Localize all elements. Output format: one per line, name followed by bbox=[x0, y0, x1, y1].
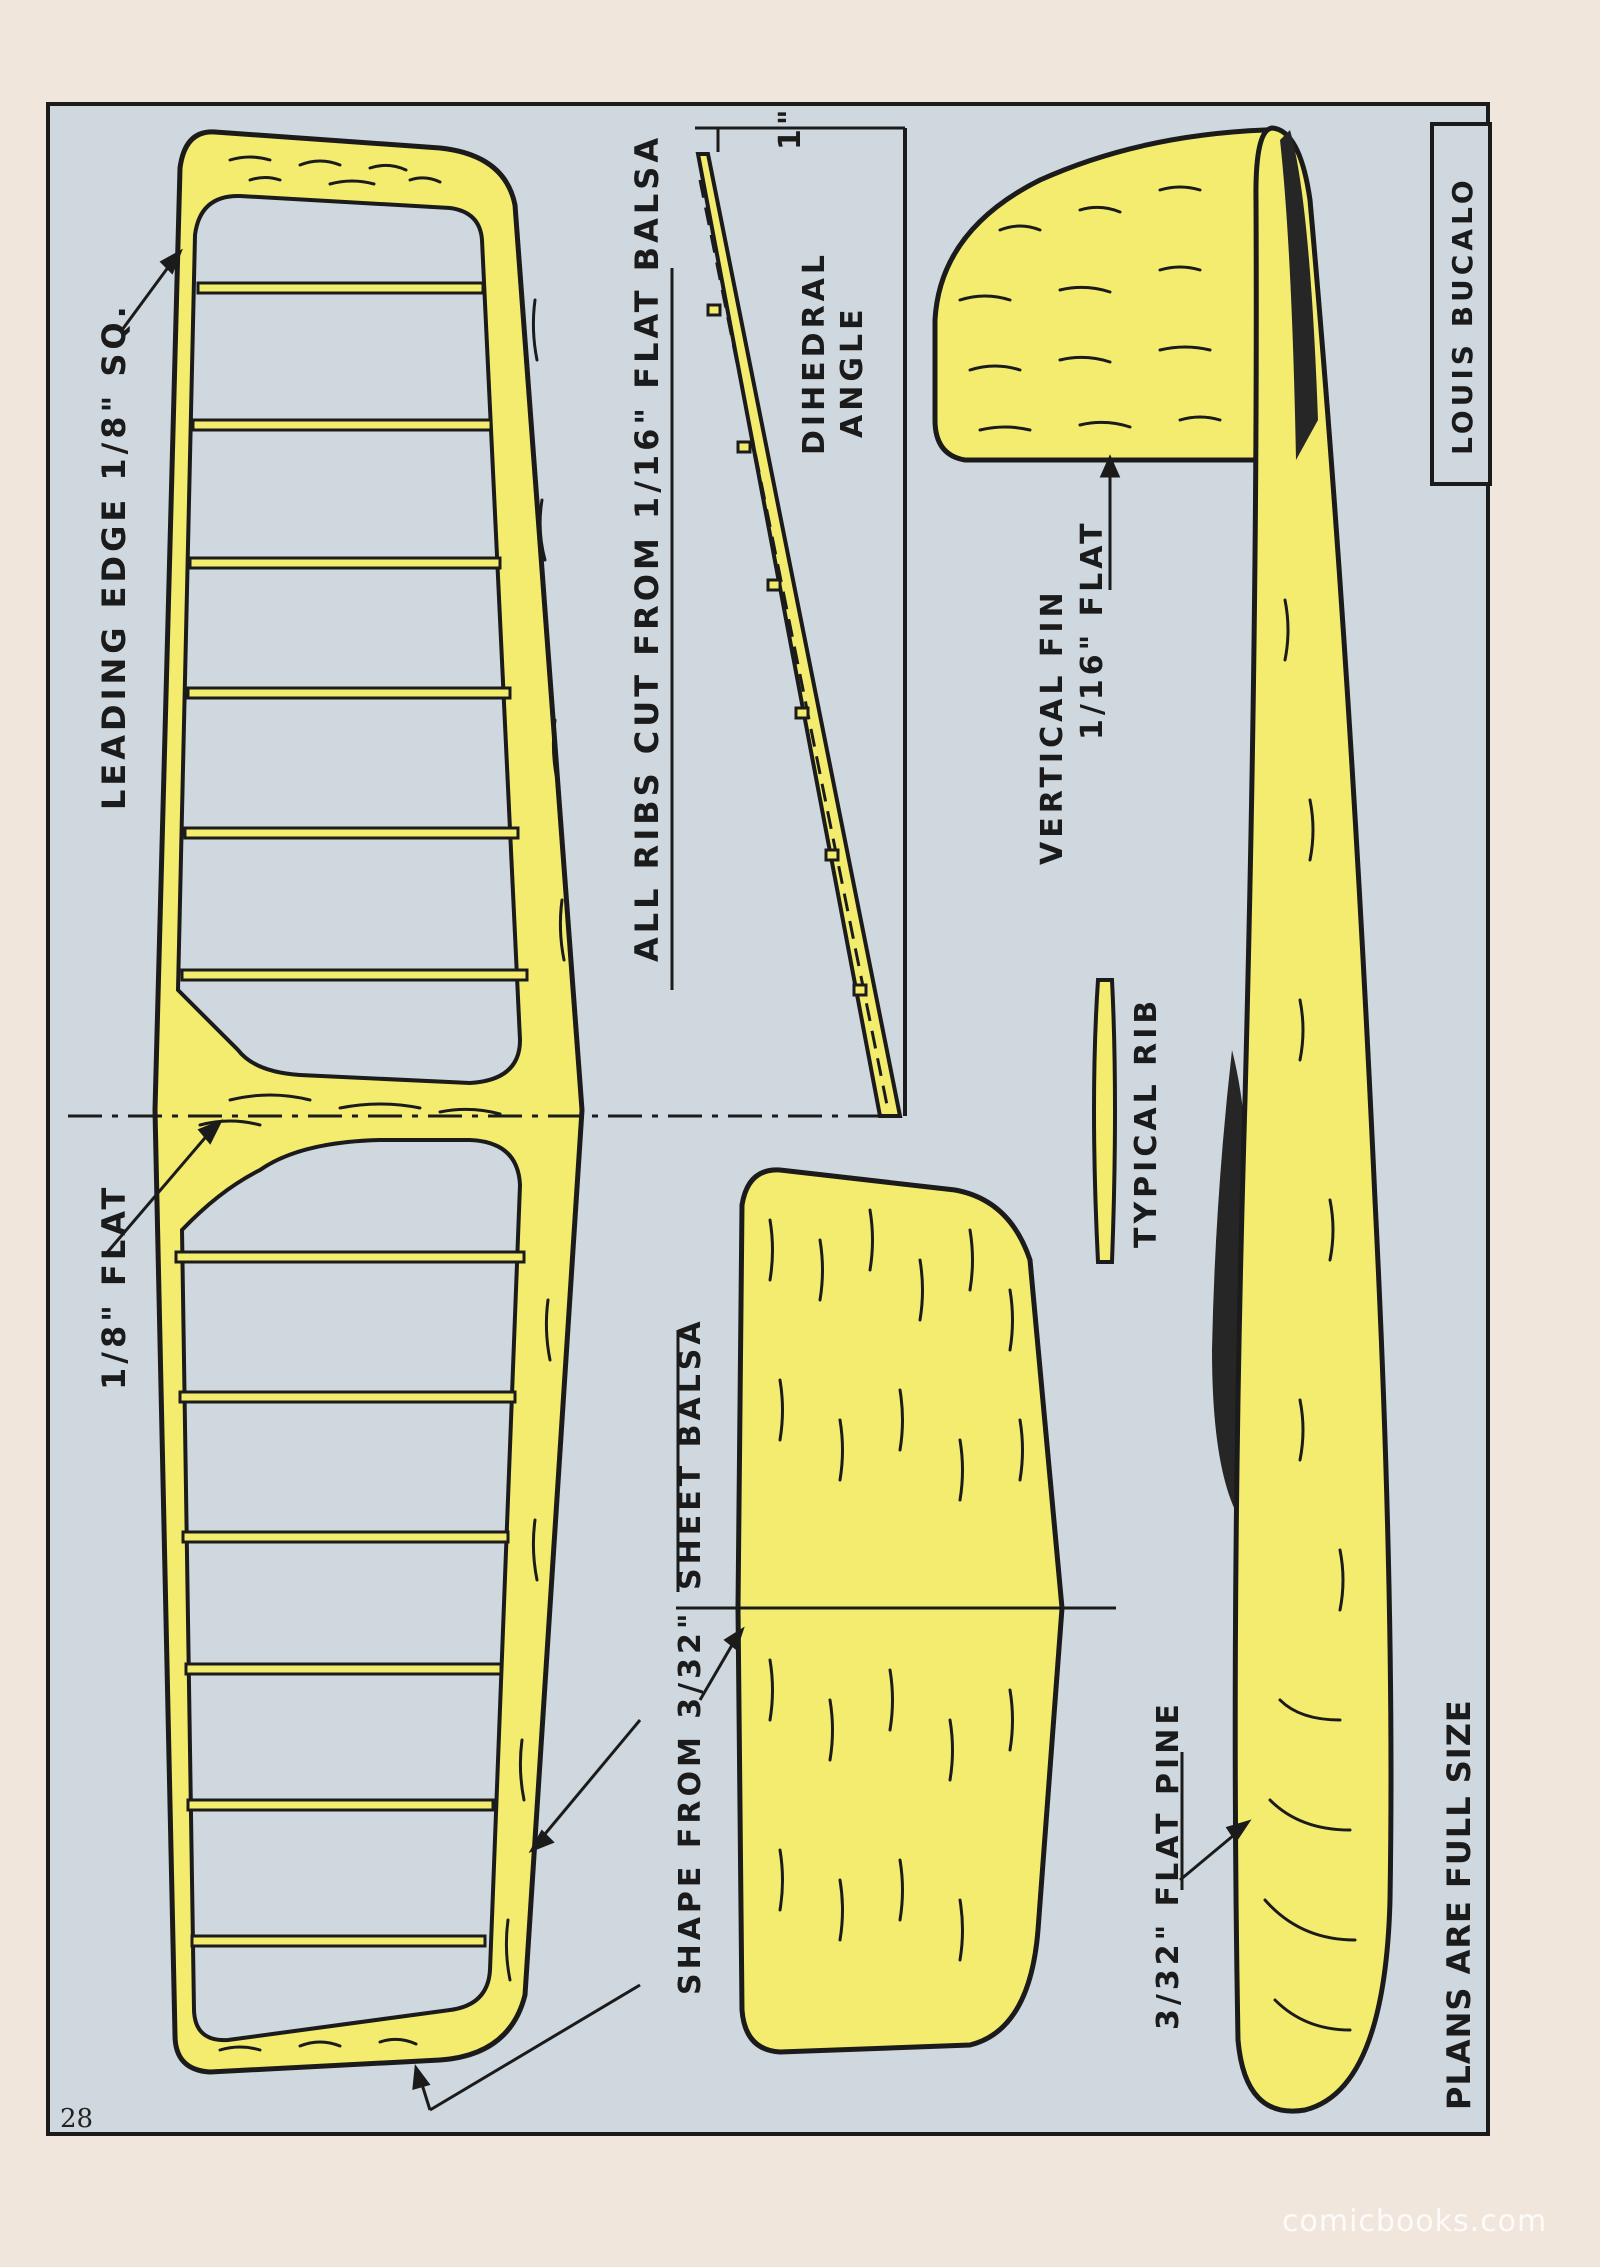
wing bbox=[152, 129, 585, 2075]
fuselage-outline bbox=[1232, 125, 1394, 2114]
wing-ribs bbox=[174, 281, 529, 1948]
label-shape-from: SHAPE FROM 3/32" bbox=[673, 1610, 708, 1995]
vertical-fin bbox=[932, 127, 1268, 463]
author-box bbox=[1430, 122, 1492, 486]
stabilizer-outline bbox=[735, 1167, 1065, 2055]
label-typical-rib: TYPICAL RIB bbox=[1129, 997, 1164, 1248]
label-eighth-flat: 1/8" FLAT bbox=[95, 1184, 133, 1390]
fin-outline bbox=[932, 127, 1268, 463]
label-author: LOUIS BUCALO bbox=[1446, 176, 1479, 455]
label-vertical-fin: VERTICAL FIN bbox=[1035, 588, 1070, 865]
label-plans-full-size: PLANS ARE FULL SIZE bbox=[1440, 1699, 1478, 2110]
typical-rib-shape bbox=[1092, 978, 1117, 1264]
fuselage-grain bbox=[1263, 598, 1357, 2032]
leader-lines bbox=[103, 248, 1252, 2112]
page-number: 28 bbox=[60, 2104, 94, 2134]
wing-opening-lower bbox=[179, 1138, 523, 2043]
label-all-ribs: ALL RIBS CUT FROM 1/16" FLAT BALSA bbox=[628, 134, 666, 962]
stabilizer-grain bbox=[768, 1208, 1024, 1962]
fin-grain bbox=[958, 185, 1222, 432]
label-one-inch: 1" bbox=[773, 105, 808, 150]
label-leading-edge: LEADING EDGE 1/8" SQ. bbox=[95, 302, 133, 810]
label-fin-flat: 1/16" FLAT bbox=[1075, 519, 1110, 740]
label-flat-pine: 3/32" FLAT PINE bbox=[1151, 1700, 1186, 2030]
watermark: comicbooks.com bbox=[1282, 2204, 1548, 2239]
stabilizer bbox=[676, 1167, 1116, 2055]
label-dihedral: DIHEDRAL bbox=[797, 251, 832, 455]
fuselage bbox=[1212, 125, 1394, 2114]
dihedral-diagram bbox=[695, 126, 907, 1118]
wing-grain bbox=[198, 155, 566, 2052]
label-angle: ANGLE bbox=[835, 305, 870, 438]
wing-opening-upper bbox=[175, 193, 523, 1086]
fuselage-dark-top bbox=[1280, 130, 1318, 460]
